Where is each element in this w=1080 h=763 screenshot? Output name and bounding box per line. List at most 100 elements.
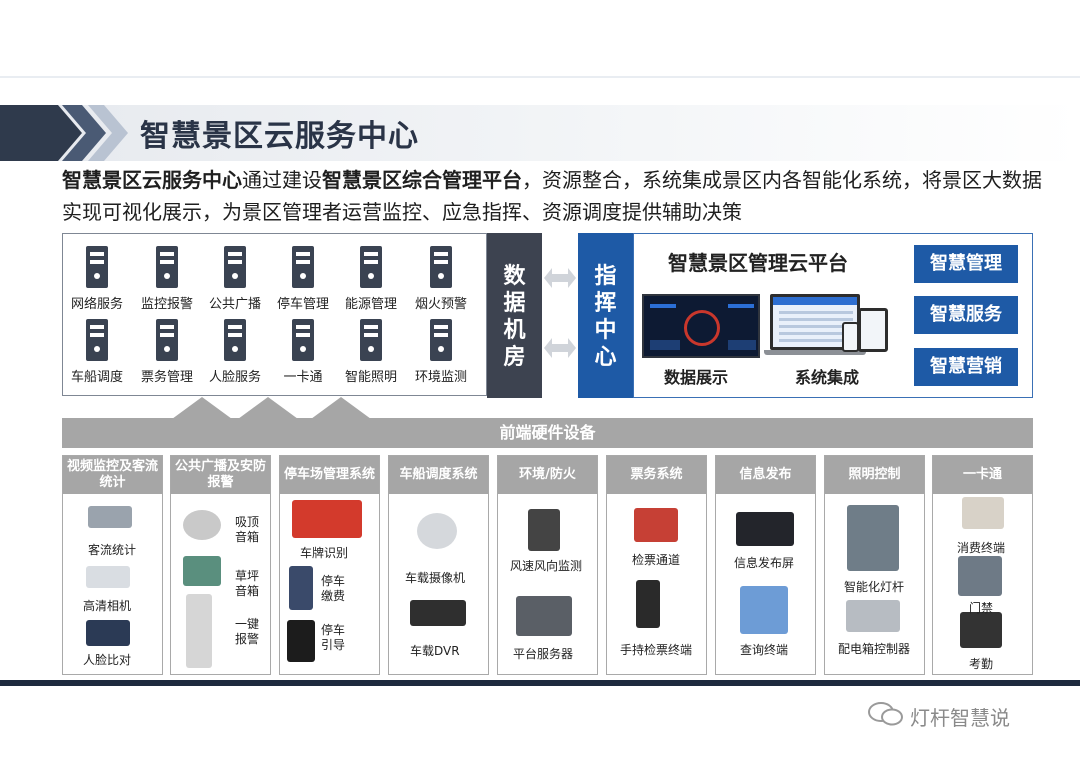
hardware-item-label: 客流统计 xyxy=(88,543,137,557)
server-icon xyxy=(86,319,108,361)
double-arrow-icon xyxy=(544,268,576,358)
hardware-item-label: 手持检票终端 xyxy=(620,643,693,657)
hardware-item-label: 人脸比对 xyxy=(83,653,132,667)
system-label: 网络服务 xyxy=(70,297,123,312)
system-item: 停车管理 xyxy=(268,246,338,312)
server-icon xyxy=(430,319,452,361)
hardware-column: 停车场管理系统 xyxy=(279,455,380,675)
intro-text-1: 通过建设 xyxy=(242,168,322,192)
hardware-item-label: 草坪音箱 xyxy=(234,569,259,598)
slide-top-line xyxy=(0,76,1080,78)
smart-marketing-button[interactable]: 智慧营销 xyxy=(914,348,1018,386)
display-device-image xyxy=(736,512,794,546)
system-label: 车船调度 xyxy=(70,370,123,385)
hardware-column-head: 视频监控及客流统计 xyxy=(63,456,162,494)
server-icon xyxy=(292,246,314,288)
up-arrow-icon xyxy=(172,397,232,419)
system-label: 环境监测 xyxy=(414,370,467,385)
system-item: 环境监测 xyxy=(406,319,476,385)
hardware-column-head: 照明控制 xyxy=(825,456,924,494)
hardware-column-head: 环境/防火 xyxy=(498,456,597,494)
hardware-column: 车船调度系统 xyxy=(388,455,489,675)
wechat-icon xyxy=(868,702,903,726)
server-icon xyxy=(292,319,314,361)
hardware-column-head: 车船调度系统 xyxy=(389,456,488,494)
system-label: 人脸服务 xyxy=(208,370,261,385)
system-label: 一卡通 xyxy=(283,370,323,385)
hardware-column-head: 票务系统 xyxy=(607,456,706,494)
smart-management-button[interactable]: 智慧管理 xyxy=(914,245,1018,283)
server-icon xyxy=(224,246,246,288)
system-item: 票务管理 xyxy=(132,319,202,385)
system-label: 停车管理 xyxy=(276,297,329,312)
hardware-column-head: 一卡通 xyxy=(933,456,1032,494)
hardware-item-label: 停车引导 xyxy=(321,623,346,652)
system-label: 智能照明 xyxy=(344,370,397,385)
hardware-item-label: 吸顶音箱 xyxy=(234,515,259,544)
server-device-image xyxy=(516,596,572,636)
hardware-item-label: 平台服务器 xyxy=(513,647,574,661)
bullet-device-image xyxy=(86,566,130,588)
hardware-column: 信息发布 xyxy=(715,455,816,675)
up-arrow-icon xyxy=(311,397,371,419)
hardware-column-head: 信息发布 xyxy=(716,456,815,494)
command-center-box: 指挥中心 xyxy=(578,233,633,398)
hardware-item-label: 一键报警 xyxy=(234,617,259,646)
watermark-text: 灯杆智慧说 xyxy=(910,706,1010,730)
hardware-item-label: 智能化灯杆 xyxy=(844,580,905,594)
server-icon xyxy=(430,246,452,288)
face-device-image xyxy=(86,620,130,646)
system-item: 烟火预警 xyxy=(406,246,476,312)
system-label: 票务管理 xyxy=(140,370,193,385)
slide-bottom-bar xyxy=(0,680,1080,686)
system-item: 人脸服务 xyxy=(200,319,270,385)
laptop-base xyxy=(764,350,866,355)
cloud-platform-title: 智慧景区管理云平台 xyxy=(668,251,848,275)
phone-image xyxy=(842,322,859,352)
server-icon xyxy=(156,246,178,288)
server-icon xyxy=(360,319,382,361)
gate-device-image xyxy=(634,508,678,542)
hardware-item-label: 车载DVR xyxy=(410,644,460,658)
hardware-item-label: 检票通道 xyxy=(632,553,681,567)
system-label: 公共广播 xyxy=(208,297,261,312)
hardware-item-label: 查询终端 xyxy=(740,643,789,657)
data-room-box: 数据机房 xyxy=(487,233,542,398)
data-room-label: 数据机房 xyxy=(503,264,526,370)
caption-data-display: 数据展示 xyxy=(664,368,729,387)
intro-text-2: ，资源整合，系统集成景区内各智能化系统，将景区大数据实现可视化展示，为景区管理者… xyxy=(62,168,1042,224)
server-icon xyxy=(86,246,108,288)
title-chevron-icon xyxy=(0,105,128,161)
smart-service-button[interactable]: 智慧服务 xyxy=(914,296,1018,334)
kiosk-device-image xyxy=(289,566,313,610)
hardware-item-label: 考勤 xyxy=(969,657,994,671)
weather-device-image xyxy=(528,509,560,551)
server-icon xyxy=(224,319,246,361)
command-center-label: 指挥中心 xyxy=(594,264,617,370)
hardware-item-label: 车牌识别 xyxy=(300,546,349,560)
hardware-column-head: 停车场管理系统 xyxy=(280,456,379,494)
dome-device-image xyxy=(417,513,457,549)
hardware-column-head: 公共广播及安防报警 xyxy=(171,456,270,494)
hardware-column: 票务系统 xyxy=(606,455,707,675)
hardware-item-label: 车载摄像机 xyxy=(405,571,466,585)
box-speaker-device-image xyxy=(183,556,221,586)
intro-bold-2: 智慧景区综合管理平台 xyxy=(322,168,522,192)
system-label: 烟火预警 xyxy=(414,297,467,312)
hardware-column: 环境/防火 xyxy=(497,455,598,675)
hardware-item-label: 门禁 xyxy=(969,601,994,615)
title-band xyxy=(0,105,1080,161)
system-label: 能源管理 xyxy=(344,297,397,312)
door-device-image xyxy=(958,556,1002,596)
dashboard-screen-image xyxy=(642,294,760,358)
intro-bold-1: 智慧景区云服务中心 xyxy=(62,168,242,192)
caption-system-integration: 系统集成 xyxy=(795,368,860,387)
system-item: 能源管理 xyxy=(336,246,406,312)
hardware-item-label: 高清相机 xyxy=(83,599,132,613)
hardware-item-label: 风速风向监测 xyxy=(510,559,583,573)
finger-device-image xyxy=(960,612,1002,648)
server-icon xyxy=(360,246,382,288)
cam-box-device-image xyxy=(88,506,132,528)
system-item: 一卡通 xyxy=(268,319,338,385)
system-item: 智能照明 xyxy=(336,319,406,385)
